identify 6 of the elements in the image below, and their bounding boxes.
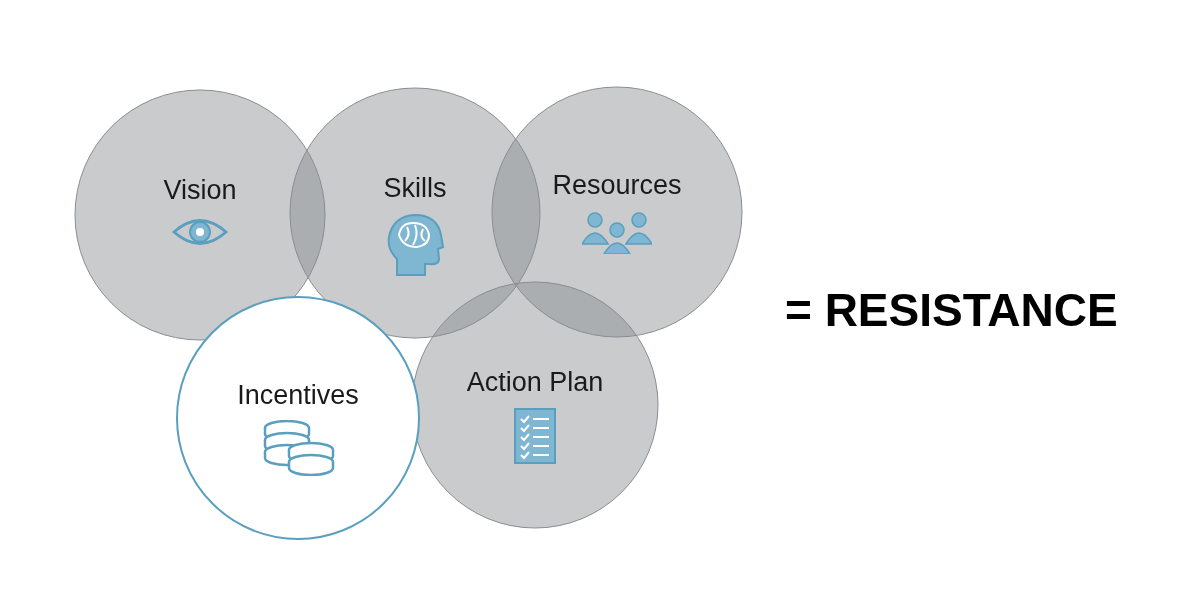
circle-label: Vision [163, 175, 237, 206]
circle-label: Action Plan [466, 367, 604, 398]
result-heading: = RESISTANCE [785, 283, 1118, 337]
circle-label: Resources [552, 170, 682, 201]
circle-label: Skills [383, 173, 447, 204]
circle-label: Incentives [237, 380, 359, 411]
